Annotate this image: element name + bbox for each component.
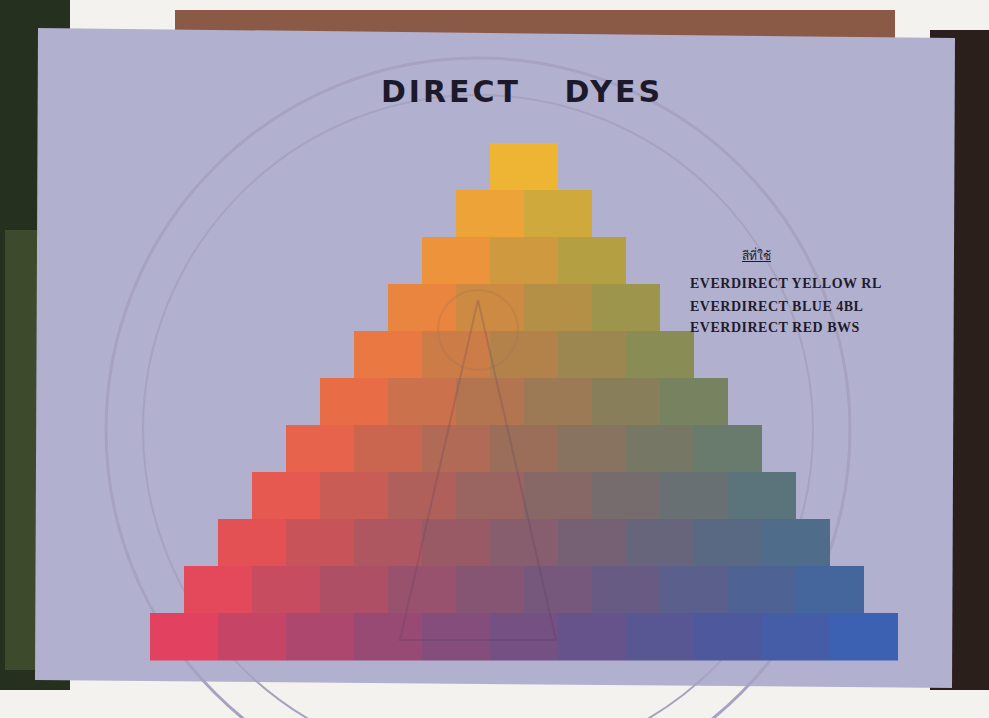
dye-swatch bbox=[558, 613, 626, 661]
dye-swatch bbox=[252, 566, 320, 614]
dye-swatch bbox=[490, 331, 558, 379]
dye-swatch bbox=[762, 519, 830, 567]
dye-swatch bbox=[320, 472, 388, 520]
dye-swatch bbox=[320, 566, 388, 614]
dye-swatch bbox=[626, 331, 694, 379]
dye-swatch bbox=[456, 190, 524, 238]
dye-swatch bbox=[660, 566, 728, 614]
dye-swatch bbox=[592, 284, 660, 332]
dye-swatch bbox=[728, 472, 796, 520]
dye-swatch bbox=[694, 613, 762, 661]
dye-swatch bbox=[150, 613, 218, 661]
dye-swatch bbox=[558, 425, 626, 473]
dye-swatch bbox=[660, 472, 728, 520]
dye-swatch bbox=[388, 472, 456, 520]
dye-swatch bbox=[694, 425, 762, 473]
dye-swatch bbox=[422, 425, 490, 473]
dye-swatch bbox=[524, 566, 592, 614]
dye-swatch bbox=[524, 472, 592, 520]
dye-swatch bbox=[422, 237, 490, 285]
watermark-seal bbox=[106, 58, 850, 718]
dye-swatch bbox=[762, 613, 830, 661]
dye-swatch bbox=[694, 519, 762, 567]
dye-swatch bbox=[626, 613, 694, 661]
dye-swatch bbox=[796, 566, 864, 614]
dye-swatch bbox=[286, 519, 354, 567]
dye-swatch bbox=[592, 378, 660, 426]
dye-swatch bbox=[422, 613, 490, 661]
dye-name: EVERDIRECT BLUE 4BL bbox=[690, 299, 863, 315]
dye-swatch bbox=[354, 613, 422, 661]
dye-swatch bbox=[388, 566, 456, 614]
dye-swatch bbox=[660, 378, 728, 426]
dye-swatch bbox=[218, 519, 286, 567]
dye-swatch bbox=[490, 613, 558, 661]
chart-title: DIRECT DYES bbox=[381, 74, 663, 109]
dye-name: EVERDIRECT RED BWS bbox=[690, 320, 860, 336]
dye-swatch bbox=[456, 378, 524, 426]
dye-swatch bbox=[558, 237, 626, 285]
dye-swatch bbox=[524, 284, 592, 332]
dye-swatch bbox=[524, 190, 592, 238]
dye-swatch bbox=[388, 378, 456, 426]
dye-swatch bbox=[320, 378, 388, 426]
dye-swatch bbox=[218, 613, 286, 661]
dye-swatch bbox=[524, 378, 592, 426]
watermark-temple bbox=[400, 300, 556, 640]
chart-card bbox=[35, 28, 955, 688]
dye-swatch bbox=[422, 519, 490, 567]
watermark-seal bbox=[143, 95, 813, 718]
dye-swatch bbox=[490, 237, 558, 285]
dye-name: EVERDIRECT YELLOW RL bbox=[690, 276, 882, 292]
dye-swatch bbox=[558, 519, 626, 567]
dye-swatch bbox=[184, 566, 252, 614]
dye-swatch bbox=[354, 331, 422, 379]
dye-swatch bbox=[456, 472, 524, 520]
dye-swatch bbox=[490, 425, 558, 473]
dye-swatch bbox=[626, 519, 694, 567]
legend-heading: สีที่ใช้ bbox=[742, 246, 771, 265]
dye-swatch bbox=[490, 519, 558, 567]
dye-swatch bbox=[728, 566, 796, 614]
dye-swatch bbox=[456, 566, 524, 614]
dye-swatch bbox=[286, 425, 354, 473]
dye-swatch bbox=[252, 472, 320, 520]
dye-swatch bbox=[830, 613, 898, 661]
dye-swatch bbox=[422, 331, 490, 379]
dye-swatch bbox=[558, 331, 626, 379]
dye-swatch bbox=[490, 143, 558, 191]
dye-swatch bbox=[354, 519, 422, 567]
dye-swatch bbox=[626, 425, 694, 473]
dye-swatch bbox=[354, 425, 422, 473]
dye-swatch bbox=[286, 613, 354, 661]
color-pyramid bbox=[150, 143, 898, 661]
dye-swatch bbox=[592, 472, 660, 520]
dye-swatch bbox=[592, 566, 660, 614]
